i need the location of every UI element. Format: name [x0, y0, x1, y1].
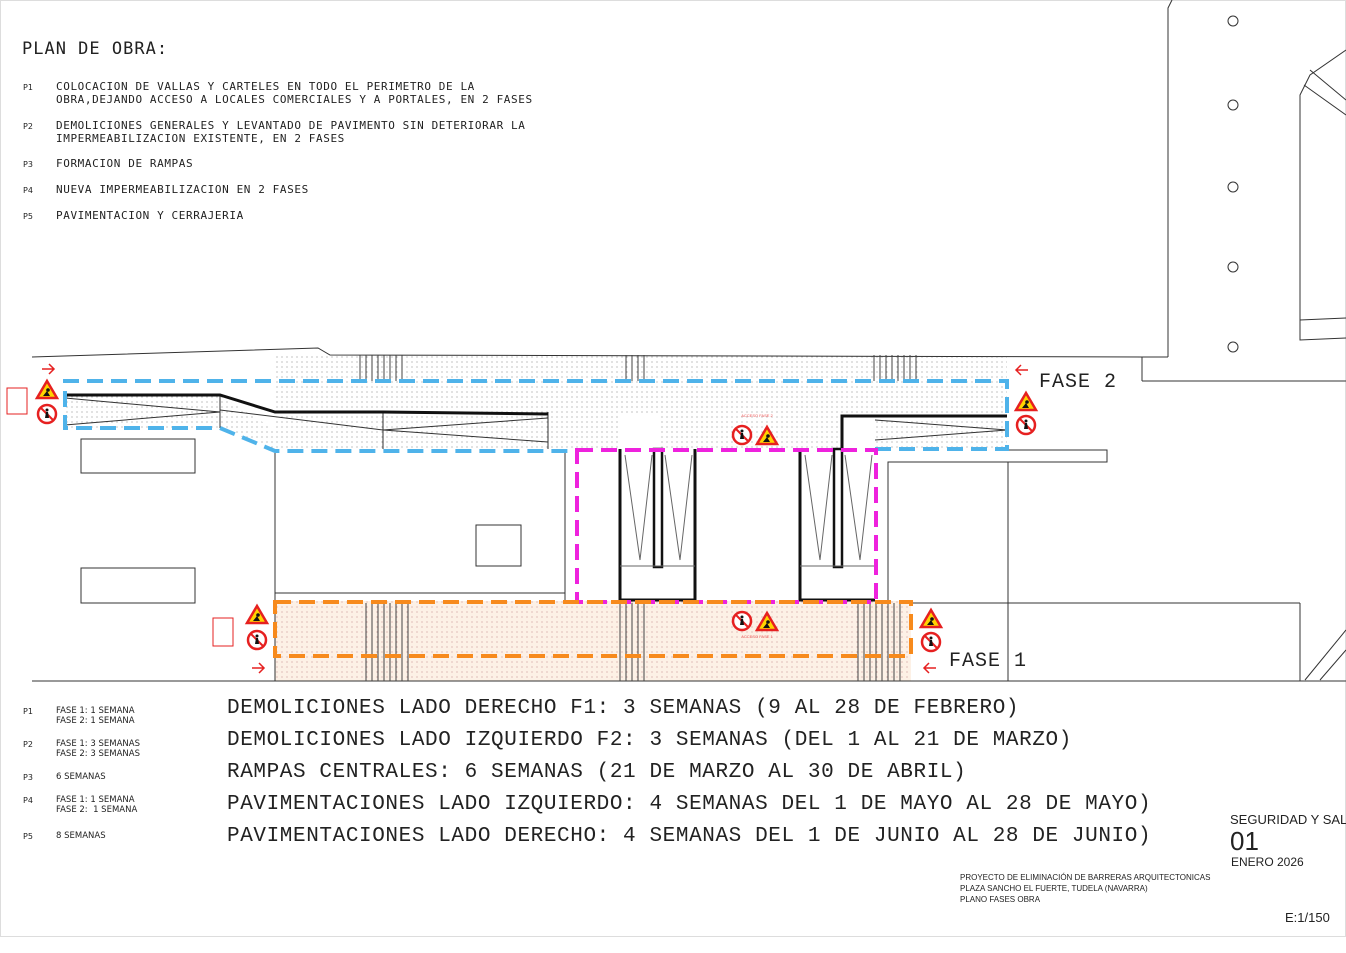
duration-key: P2 [23, 740, 33, 749]
access-marker [212, 617, 234, 647]
no-pedestrians-icon [731, 610, 753, 632]
left-ramp-area [65, 395, 275, 451]
title-block-info: PROYECTO DE ELIMINACIÓN DE BARRERAS ARQU… [960, 872, 1210, 905]
plan-key: P4 [23, 186, 33, 195]
schedule-line: PAVIMENTACIONES LADO DERECHO: 4 SEMANAS … [227, 825, 1152, 848]
rampas-boundary [575, 448, 878, 604]
fase2-boundary [63, 379, 1009, 453]
sheet-name: PLANO FASES OBRA [960, 895, 1041, 904]
ramp-walls [65, 393, 1007, 602]
plan-lines [31, 347, 1346, 682]
duration-key: P5 [23, 832, 33, 841]
duration-text: 6 SEMANAS [56, 772, 106, 782]
duration-text: FASE 1: 1 SEMANA FASE 2: 1 SEMANA [56, 795, 138, 815]
duration-key: P4 [23, 796, 33, 805]
fase1-boundary [273, 600, 913, 658]
project-location: PLAZA SANCHO EL FUERTE, TUDELA (NAVARRA) [960, 884, 1148, 893]
no-pedestrians-icon [731, 424, 753, 446]
access-label: ACCESO FASE 2 [741, 413, 773, 418]
drawing-scale: E:1/150 [1285, 910, 1330, 925]
plan-key: P5 [23, 212, 33, 221]
project-name: PROYECTO DE ELIMINACIÓN DE BARRERAS ARQU… [960, 873, 1211, 882]
duration-text: FASE 1: 3 SEMANAS FASE 2: 3 SEMANAS [56, 739, 140, 759]
plan-item: FORMACION DE RAMPAS [56, 157, 194, 170]
duration-text: FASE 1: 1 SEMANA FASE 2: 1 SEMANA [56, 706, 135, 726]
duration-key: P1 [23, 707, 33, 716]
building-right [1141, 0, 1346, 681]
fase1-label: FASE 1 [949, 650, 1028, 673]
fase2-label: FASE 2 [1039, 371, 1118, 394]
duration-text: 8 SEMANAS [56, 831, 106, 841]
no-pedestrians-icon [920, 631, 942, 653]
no-pedestrians-icon [1015, 414, 1037, 436]
works-warning-icon [1014, 391, 1038, 412]
sheet-number: 01 [1230, 826, 1259, 856]
works-warning-icon [35, 379, 59, 400]
duration-key: P3 [23, 773, 33, 782]
no-pedestrians-icon [36, 403, 58, 425]
schedule-line: DEMOLICIONES LADO DERECHO F1: 3 SEMANAS … [227, 697, 1020, 720]
plan-item: COLOCACION DE VALLAS Y CARTELES EN TODO … [56, 80, 533, 106]
schedule-line: RAMPAS CENTRALES: 6 SEMANAS (21 DE MARZO… [227, 761, 967, 784]
plan-key: P3 [23, 160, 33, 169]
arrow-icon [42, 363, 1028, 674]
upper-paving-area [275, 355, 1007, 451]
works-warning-icon [919, 608, 943, 629]
plan-key: P1 [23, 83, 33, 92]
schedule-line: DEMOLICIONES LADO IZQUIERDO F2: 3 SEMANA… [227, 729, 1072, 752]
plan-key: P2 [23, 122, 33, 131]
plan-item: DEMOLICIONES GENERALES Y LEVANTADO DE PA… [56, 119, 526, 145]
ramp-zigzags [620, 454, 875, 567]
plan-item: PAVIMENTACION Y CERRAJERIA [56, 209, 244, 222]
no-pedestrians-icon [246, 629, 268, 651]
sheet-date: ENERO 2026 [1231, 855, 1304, 869]
plan-title: PLAN DE OBRA: [22, 39, 169, 59]
schedule-line: PAVIMENTACIONES LADO IZQUIERDO: 4 SEMANA… [227, 793, 1152, 816]
lower-paving-area [275, 601, 911, 681]
access-marker [6, 387, 28, 415]
plan-item: NUEVA IMPERMEABILIZACION EN 2 FASES [56, 183, 309, 196]
works-warning-icon [245, 604, 269, 625]
sheet-category: SEGURIDAD Y SALUD [1230, 812, 1346, 827]
access-label: ACCESO FASE 1 [741, 634, 773, 639]
